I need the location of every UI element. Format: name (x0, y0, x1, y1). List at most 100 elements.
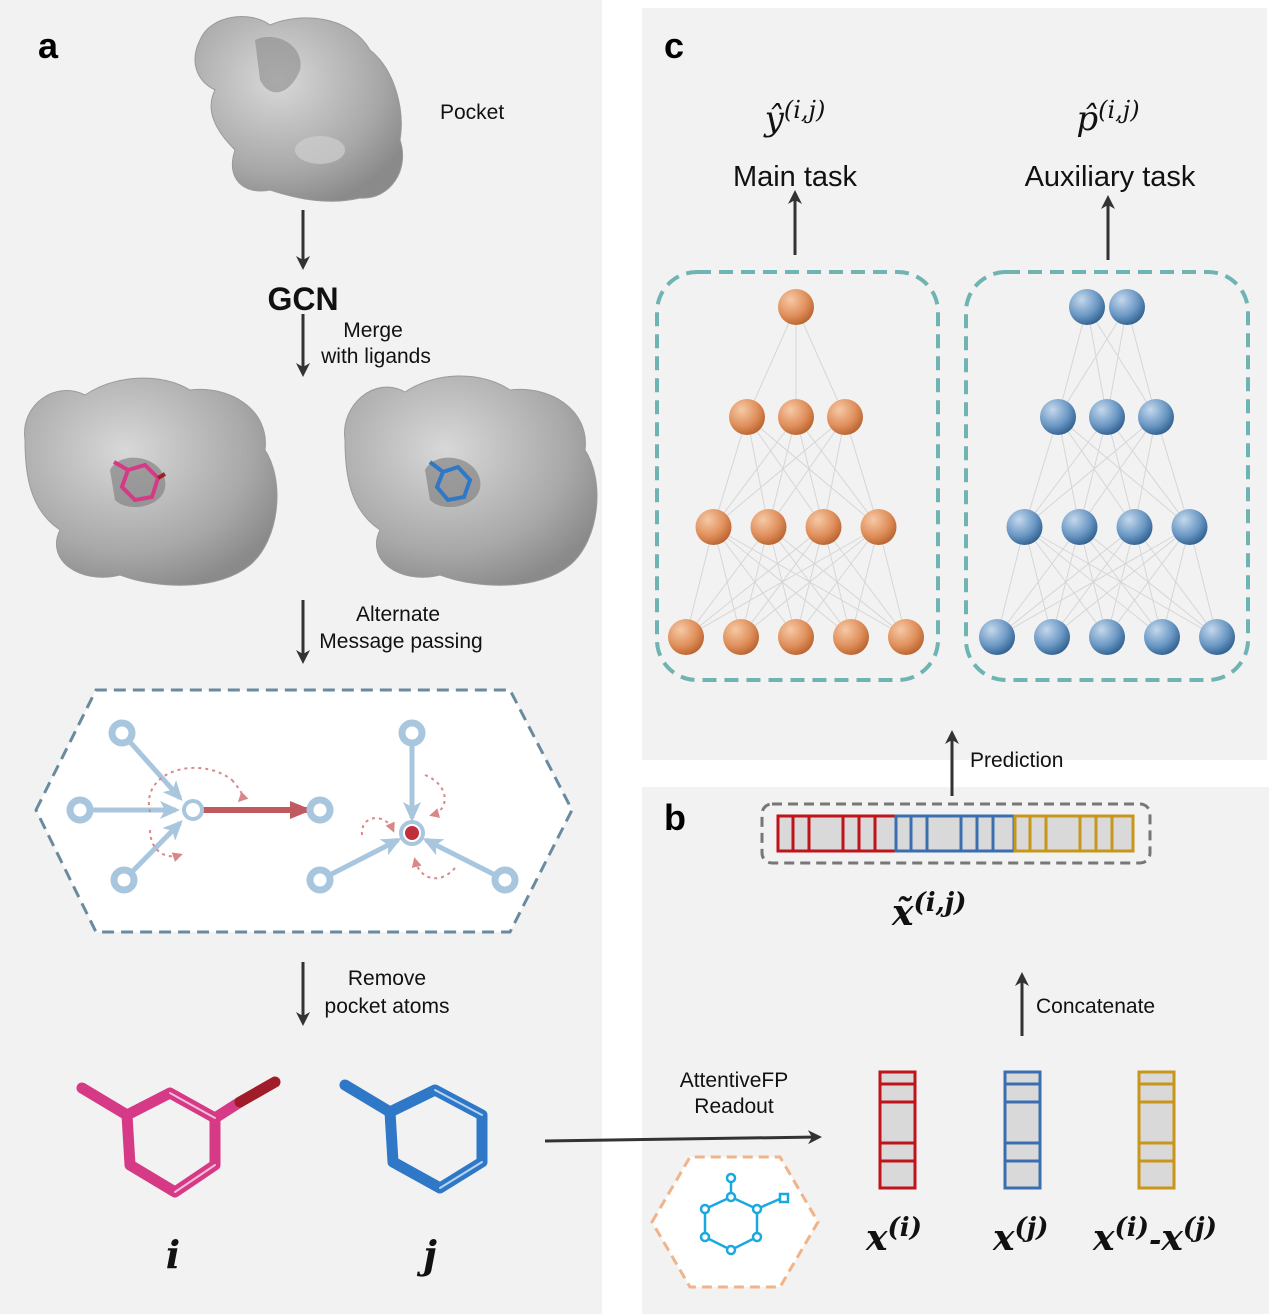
aux-network-connection (1079, 416, 1108, 528)
main-network-connection (685, 526, 824, 638)
aux-network-node (1089, 619, 1125, 655)
pair-vector-box (760, 802, 1152, 865)
auxiliary-task-label: Auxiliary task (1025, 161, 1196, 193)
main-network-connection (713, 416, 748, 528)
main-network-connection (768, 416, 846, 528)
aux-sup: (i,j) (1098, 96, 1139, 124)
message-passing-diagram (34, 688, 574, 934)
aux-network-connection (996, 526, 1190, 638)
main-network-node (833, 619, 869, 655)
aux-network-node (1109, 289, 1145, 325)
main-network-connection (844, 416, 879, 528)
main-network-node (668, 619, 704, 655)
main-network-node (805, 509, 842, 545)
vector-diff-column (1137, 1070, 1176, 1190)
pocket-label: Pocket (440, 101, 504, 124)
main-network-connection (795, 306, 846, 418)
main-network-connection (746, 416, 769, 528)
main-network-connection (795, 416, 824, 528)
vector-diff-label: x(i)-x(j) (1092, 1213, 1217, 1259)
vector-j-column (1003, 1070, 1042, 1190)
main-network-node (778, 619, 814, 655)
aux-symbol: p̂ (1076, 99, 1098, 139)
neural-networks (668, 289, 1235, 655)
main-task-label: Main task (733, 161, 858, 193)
main-network-connection (685, 526, 879, 638)
main-output-symbol: ŷ(i,j) (763, 96, 826, 139)
main-symbol: ŷ (763, 99, 785, 139)
main-network-node (827, 399, 863, 435)
segment-j (894, 814, 1016, 853)
pair-vector-base: x̃ (891, 892, 914, 934)
main-network-connection (850, 526, 879, 638)
aux-network-node (1061, 509, 1098, 545)
aux-network-connection (1057, 416, 1080, 528)
aux-network-connection (1106, 306, 1128, 418)
vector-diff-sup1: (i) (1114, 1213, 1148, 1243)
concatenate-label: Concatenate (1036, 995, 1155, 1018)
feature-vectors (878, 1070, 1176, 1190)
aux-network-connection (1161, 526, 1190, 638)
aux-network-connection (1155, 416, 1190, 528)
aux-network-node (1069, 289, 1105, 325)
merge-label-line2: with ligands (320, 345, 431, 368)
main-network-connection (768, 416, 797, 528)
aux-network-connection (1024, 416, 1157, 528)
panel-label-a: a (38, 25, 59, 66)
merge-label-line1: Merge (343, 319, 403, 342)
main-network-node (888, 619, 924, 655)
vector-diff-minus: - (1149, 1223, 1161, 1258)
pair-vector (776, 814, 1135, 853)
main-network-connection (795, 526, 879, 638)
pocket-with-ligand-j (344, 375, 598, 586)
main-network-node (860, 509, 897, 545)
pocket-surface (194, 16, 404, 202)
aux-network-node (979, 619, 1015, 655)
aux-output-symbol: p̂(i,j) (1076, 96, 1139, 139)
main-network-connection (713, 416, 846, 528)
aux-network-node (1034, 619, 1070, 655)
aux-network-connection (996, 526, 1135, 638)
aux-network-connection (1057, 416, 1190, 528)
attentivefp-molecule-icon (650, 1155, 820, 1289)
vector-j-base: x (992, 1217, 1015, 1259)
vector-diff-base1: x (1092, 1217, 1115, 1259)
aux-network-node (1144, 619, 1180, 655)
aux-network-connection (1106, 416, 1190, 528)
aux-network-node (1116, 509, 1153, 545)
vector-i-sup: (i) (887, 1213, 921, 1243)
vector-i-column (878, 1070, 917, 1190)
aux-network-connection (1057, 416, 1135, 528)
aux-network-box (964, 270, 1250, 682)
main-network-connection (740, 526, 879, 638)
main-network-connection (746, 306, 797, 418)
vector-diff-sup2: (j) (1183, 1213, 1217, 1243)
main-sup: (i,j) (784, 96, 825, 124)
vector-i-label: x(i) (865, 1213, 922, 1259)
main-network-connection (795, 416, 879, 528)
aux-network-node (1138, 399, 1174, 435)
gcn-label: GCN (267, 281, 338, 317)
aux-network-node (1006, 509, 1043, 545)
aux-network-connection (996, 526, 1080, 638)
aux-network-connection (1024, 416, 1059, 528)
pair-vector-label: x̃(i,j) (891, 888, 966, 934)
readout-label-line2: Readout (694, 1095, 774, 1118)
ligand-j-molecule (339, 1079, 488, 1194)
alternate-label-line2: Message passing (319, 630, 482, 653)
panel-label-c: c (664, 25, 684, 66)
main-network-box (655, 270, 940, 682)
main-network-node (778, 289, 814, 325)
main-network-connection (685, 526, 714, 638)
main-network-connection (823, 416, 846, 528)
remove-label-line1: Remove (348, 967, 426, 990)
aux-network-connection (1134, 416, 1157, 528)
aux-network-connection (1126, 306, 1157, 418)
pair-vector-sup: (i,j) (913, 888, 966, 918)
aux-network-node (1040, 399, 1076, 435)
vector-j-label: x(j) (992, 1213, 1048, 1259)
main-network-connection (685, 526, 769, 638)
aux-network-connection (1079, 416, 1157, 528)
vector-i-base: x (865, 1217, 888, 1259)
ligand-i-label: i (166, 1232, 180, 1277)
